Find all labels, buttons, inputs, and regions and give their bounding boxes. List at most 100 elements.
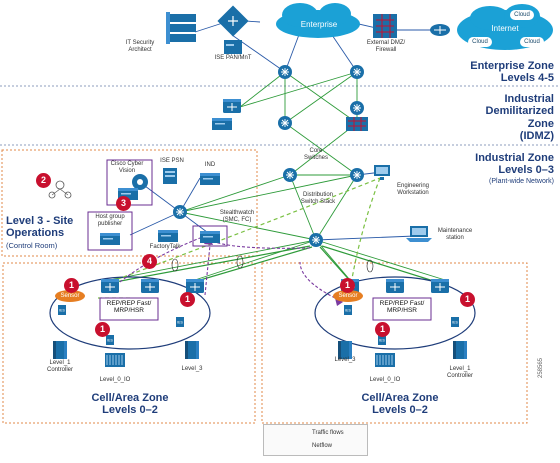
site-ops-subtitle: (Control Room) bbox=[6, 241, 58, 250]
sensor-left-label: Sensor bbox=[60, 293, 80, 299]
cloud-label-2: Cloud bbox=[472, 39, 488, 45]
ise-pan-label: ISE PAN/MnT bbox=[214, 55, 252, 61]
rep-left-label: REP/REP Fast/MRP/HSR bbox=[106, 300, 152, 315]
badge-3: 3 bbox=[116, 196, 131, 211]
cell-left-io bbox=[104, 352, 126, 368]
enterprise-switch-right bbox=[349, 64, 365, 80]
people-group-icon bbox=[48, 180, 72, 199]
ise-psn-label: ISE PSN bbox=[160, 158, 184, 164]
green-links bbox=[109, 71, 446, 281]
engineering-workstation bbox=[374, 165, 390, 180]
rep-right-label: REP/REP Fast/MRP/HSR bbox=[379, 300, 425, 315]
external-dmz-label: External DMZ/Firewall bbox=[366, 40, 406, 53]
stealthwatch-box bbox=[192, 225, 228, 247]
l3-right-label: Level_3 bbox=[334, 357, 356, 363]
rep-box-right bbox=[372, 297, 432, 321]
l0-io-left-label: Level_0_IO bbox=[99, 377, 131, 383]
cell-right-switch-3 bbox=[430, 278, 450, 294]
cell-right-io bbox=[374, 352, 396, 368]
badge-1-sensor-right: 1 bbox=[340, 278, 355, 293]
cloud-label-1: Cloud bbox=[514, 12, 530, 18]
rep-box-left bbox=[99, 297, 159, 321]
distribution-switch-stack bbox=[308, 232, 324, 248]
ring-left bbox=[49, 276, 211, 350]
ise-pan-router bbox=[217, 5, 249, 37]
figure-id: 258565 bbox=[538, 357, 544, 378]
badge-4: 4 bbox=[142, 254, 157, 269]
internet-cloud bbox=[457, 4, 553, 50]
cloud-label-3: Cloud bbox=[524, 39, 540, 45]
cell-left-ies-2 bbox=[176, 317, 184, 327]
ise-pan-server bbox=[224, 40, 242, 54]
l3-left-label: Level_3 bbox=[181, 366, 203, 372]
stealthwatch-label: Stealthwatch(SMC, FC) bbox=[219, 210, 255, 223]
cell-left-switch-1 bbox=[100, 278, 120, 294]
ring-right bbox=[314, 276, 476, 350]
legend-netflow-label: Netflow bbox=[312, 443, 333, 449]
factorytalk-server bbox=[158, 230, 178, 242]
site-ops-switch bbox=[172, 204, 188, 220]
idmz-firewall bbox=[346, 117, 368, 131]
idmz-server bbox=[212, 118, 232, 130]
cyber-vision-box bbox=[106, 159, 153, 206]
cell-right-plc bbox=[453, 341, 467, 359]
hostgroup-box bbox=[87, 211, 133, 251]
l0-io-right-label: Level_0_IO bbox=[369, 377, 401, 383]
legend-traffic-label: Traffic flows bbox=[312, 430, 344, 436]
internet-cloud-label: Internet bbox=[491, 24, 519, 33]
ise-psn-server bbox=[163, 168, 177, 184]
cell-area-zone-left bbox=[2, 262, 256, 424]
idmz-switch-right bbox=[349, 100, 365, 116]
legend bbox=[263, 424, 368, 456]
site-operations-zone bbox=[1, 149, 258, 257]
enterprise-cloud bbox=[276, 3, 360, 38]
core-switch-right bbox=[349, 167, 365, 183]
ind-server bbox=[200, 173, 220, 185]
external-dmz-firewall bbox=[373, 14, 397, 38]
cell-right-switch-2 bbox=[385, 278, 405, 294]
it-security-server-stack bbox=[166, 12, 196, 44]
enterprise-cloud-label: Enterprise bbox=[300, 20, 338, 29]
industrial-zone-subtitle: (Plant-wide Network) bbox=[489, 178, 554, 185]
factorytalk-label: FactoryTalk bbox=[149, 244, 181, 250]
badge-1-ring-right: 1 bbox=[460, 292, 475, 307]
cell-left-switch-2 bbox=[140, 278, 160, 294]
badge-1-sensor-left: 1 bbox=[64, 278, 79, 293]
badge-1-ring-left: 1 bbox=[180, 292, 195, 307]
cell-left-level3-device bbox=[185, 341, 199, 359]
sensor-right bbox=[333, 290, 363, 302]
cell-right-ies-1 bbox=[344, 305, 352, 315]
core-switch-left bbox=[282, 167, 298, 183]
sensor-left bbox=[55, 290, 85, 302]
badge-2: 2 bbox=[36, 173, 51, 188]
cell-left-ies-1 bbox=[58, 305, 66, 315]
cell-left-switch-3 bbox=[185, 278, 205, 294]
idmz-switch-center bbox=[277, 115, 293, 131]
enterprise-switch-left bbox=[277, 64, 293, 80]
idmz-switch-left bbox=[222, 98, 242, 114]
ind-label: IND bbox=[204, 162, 216, 168]
cell-left-plc bbox=[53, 341, 67, 359]
cell-area-zone-right bbox=[261, 262, 528, 424]
sensor-right-label: Sensor bbox=[338, 293, 358, 299]
internet-router bbox=[430, 24, 450, 36]
maintenance-station bbox=[406, 226, 432, 242]
cell-right-ies-2 bbox=[451, 317, 459, 327]
cell-left-ies-3 bbox=[106, 335, 114, 345]
badge-1-io-right: 1 bbox=[375, 322, 390, 337]
badge-1-io-left: 1 bbox=[95, 322, 110, 337]
